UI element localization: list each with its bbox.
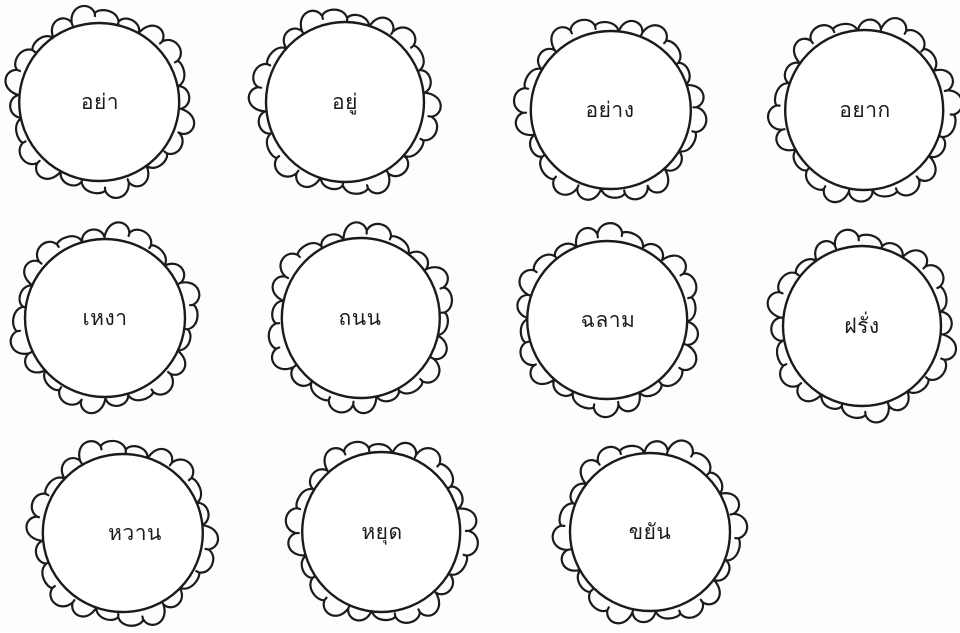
- word-label: อยาก: [765, 10, 960, 210]
- word-label: หวาน: [22, 433, 222, 633]
- word-label: ฝรั่ง: [762, 226, 960, 426]
- word-label: ขยัน: [550, 432, 750, 632]
- flower-badge-5: เหงา: [5, 218, 205, 418]
- flower-badge-2: อยู่: [245, 2, 445, 202]
- flower-badge-4: อยาก: [765, 10, 960, 210]
- flower-badge-11: ขยัน: [550, 432, 750, 632]
- flower-badge-1: อย่า: [0, 2, 200, 202]
- word-label: อยู่: [245, 2, 445, 202]
- word-label: อย่า: [0, 2, 200, 202]
- word-label: เหงา: [5, 218, 205, 418]
- flower-badge-6: ถนน: [260, 218, 460, 418]
- flower-badge-7: ฉลาม: [508, 220, 708, 420]
- word-label: อย่าง: [510, 10, 710, 210]
- word-label: หยุด: [282, 432, 482, 632]
- flower-badge-3: อย่าง: [510, 10, 710, 210]
- word-label: ถนน: [260, 218, 460, 418]
- flower-badge-10: หยุด: [282, 432, 482, 632]
- word-label: ฉลาม: [508, 220, 708, 420]
- flower-badge-8: ฝรั่ง: [762, 226, 960, 426]
- flower-badge-9: หวาน: [22, 433, 222, 633]
